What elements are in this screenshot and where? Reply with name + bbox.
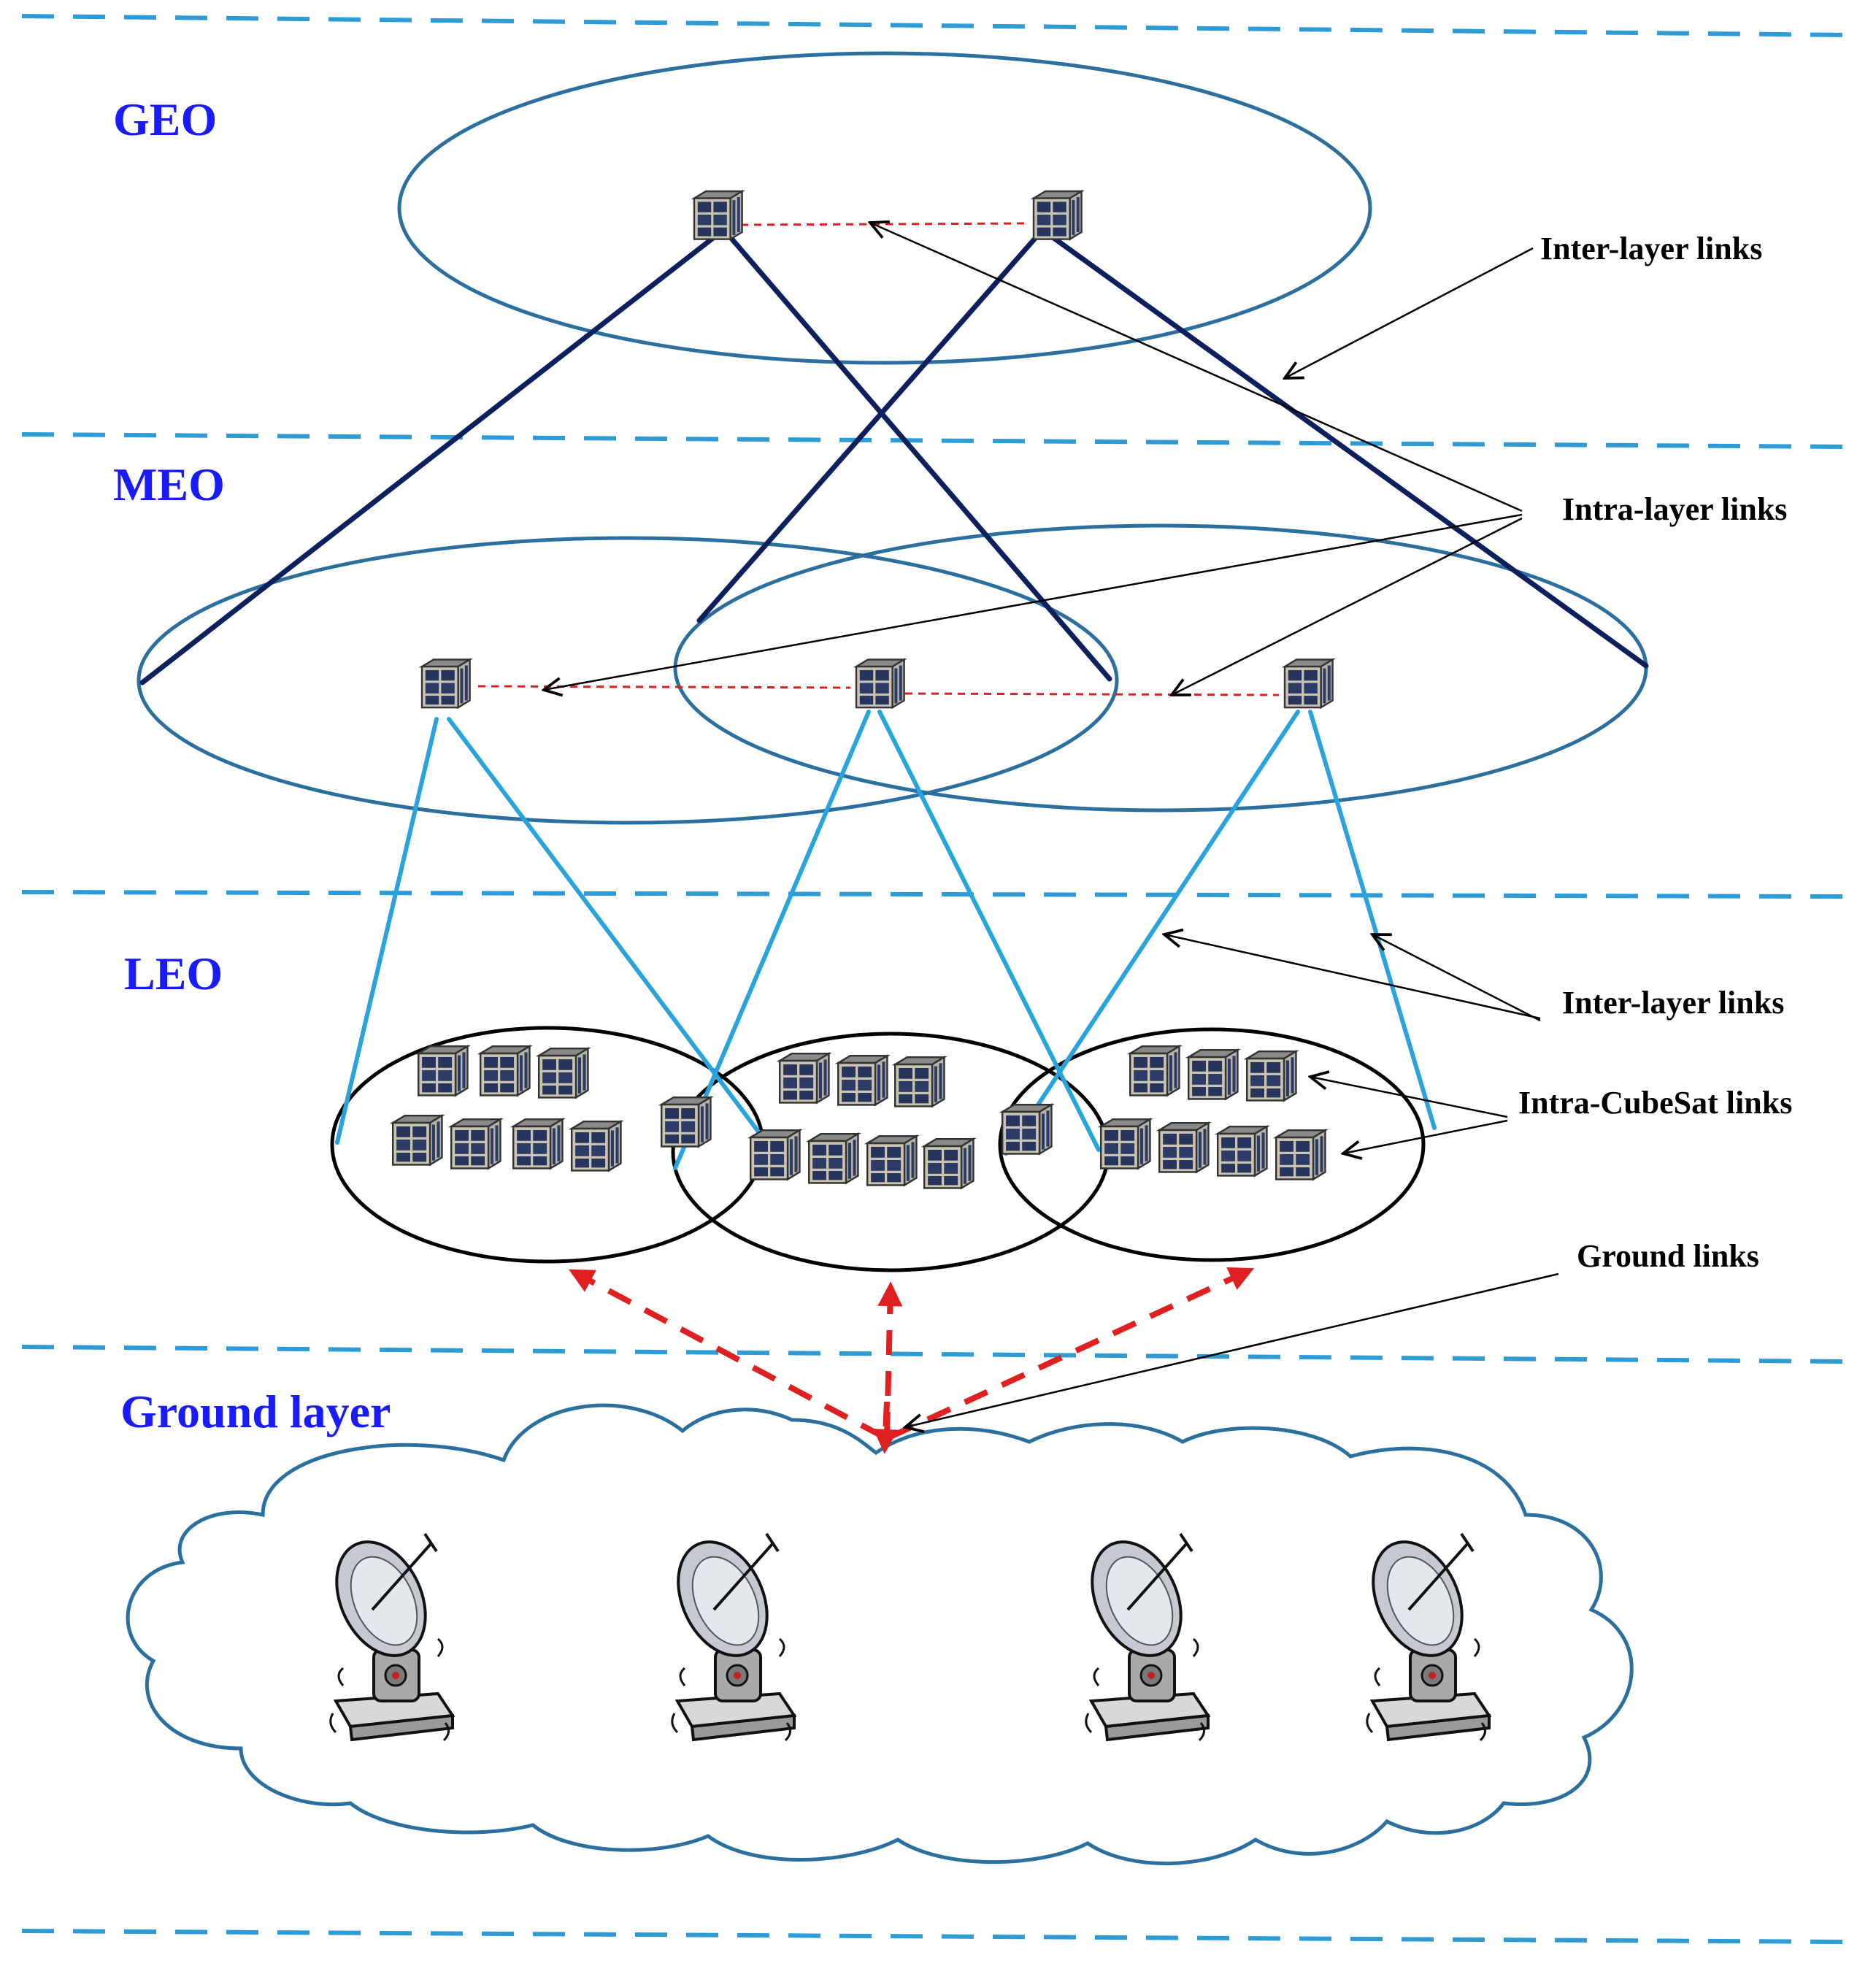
- cubesat-icon: [1276, 1130, 1325, 1179]
- cubesat-icon: [1218, 1126, 1266, 1175]
- geo-meo-links: [139, 232, 1649, 685]
- geo-meo-link: [139, 232, 720, 685]
- cubesat-icon: [809, 1134, 858, 1183]
- ground-link: [877, 1281, 903, 1437]
- geo-satellites: [694, 191, 1082, 239]
- meo-orbit-right: [673, 523, 1648, 813]
- geo-meo-link: [696, 232, 1041, 623]
- ground-links: [568, 1267, 1255, 1454]
- cubesat-icon: [513, 1119, 562, 1168]
- cubesat-icon: [1159, 1123, 1208, 1172]
- cubesat-icon: [539, 1048, 588, 1097]
- cubesat-icon: [422, 660, 470, 708]
- cubesat-icon: [780, 1053, 829, 1102]
- callout-ground-links: Ground links: [1577, 1238, 1759, 1274]
- cubesat-icon: [856, 660, 904, 708]
- ground-link: [873, 1401, 899, 1454]
- geo-intra-link: [740, 222, 1029, 226]
- cubesat-icon: [1188, 1050, 1237, 1099]
- leo-layer-label: LEO: [124, 948, 223, 999]
- pointer-ground-links: [905, 1272, 1559, 1427]
- pointer-intra-layer-meo-left: [544, 513, 1523, 690]
- cubesat-icon: [838, 1056, 887, 1105]
- intra-layer-links: [397, 222, 1468, 1677]
- pointer-intra-layer-geo: [870, 223, 1523, 512]
- meo-leo-link: [335, 717, 439, 1145]
- pointer-inter-layer-bottom-1: [1164, 934, 1541, 1020]
- cubesat-icon: [1101, 1119, 1150, 1168]
- pointer-intra-cubesat-2: [1343, 1119, 1508, 1153]
- cubesat-icon: [572, 1121, 620, 1170]
- meo-leo-link: [877, 710, 1101, 1152]
- cubesat-icon: [418, 1046, 467, 1095]
- separator-geo-meo: [21, 432, 1848, 449]
- geo-layer-label: GEO: [113, 93, 217, 145]
- cubesat-icon: [451, 1119, 500, 1168]
- pointer-intra-layer-meo-right: [1172, 517, 1523, 695]
- meo-intra-link: [477, 685, 851, 689]
- cubesat-icon: [867, 1136, 916, 1185]
- meo-intra-link: [904, 692, 1280, 696]
- callout-intra-layer-links: Intra-layer links: [1562, 491, 1787, 527]
- cubesat-icon: [1002, 1105, 1051, 1153]
- geo-meo-link: [1047, 232, 1649, 669]
- pointer-inter-layer-bottom-2: [1372, 934, 1541, 1022]
- callout-intra-cubesat-links: Intra-CubeSat links: [1518, 1085, 1792, 1121]
- callout-inter-layer-links-top: Inter-layer links: [1540, 231, 1762, 266]
- separator-top: [21, 14, 1848, 37]
- cubesat-icon: [924, 1139, 973, 1188]
- cubesat-icon: [1034, 191, 1082, 239]
- cubesat-icon: [895, 1057, 944, 1106]
- geo-orbit: [397, 51, 1372, 365]
- meo-leo-links: [335, 710, 1437, 1170]
- meo-layer-label: MEO: [113, 458, 225, 510]
- leo-cluster-right: [998, 1027, 1426, 1262]
- ground-link: [568, 1269, 885, 1440]
- meo-orbit-left: [137, 536, 1119, 825]
- callout-inter-layer-links-bottom: Inter-layer links: [1562, 985, 1784, 1021]
- pointer-inter-layer-top: [1285, 247, 1534, 378]
- meo-leo-link: [1308, 710, 1437, 1130]
- cubesat-icon: [694, 191, 742, 239]
- meo-leo-link: [447, 717, 769, 1145]
- geo-meo-link: [726, 232, 1112, 682]
- cubesat-icon: [1285, 660, 1333, 708]
- cubesat-icon: [1130, 1046, 1179, 1095]
- ground-layer-label: Ground layer: [120, 1386, 391, 1437]
- pointer-intra-cubesat-1: [1310, 1077, 1508, 1118]
- cubesat-icon: [750, 1130, 799, 1179]
- callout-pointers: [544, 223, 1559, 1427]
- separator-leo-ground: [21, 1345, 1848, 1364]
- ground-cloud: [126, 1403, 1634, 1865]
- meo-leo-link: [1004, 710, 1300, 1156]
- leo-satellites: [393, 1046, 1325, 1188]
- ground-link: [889, 1267, 1255, 1440]
- cubesat-icon: [661, 1097, 710, 1146]
- cubesat-icon: [393, 1115, 442, 1164]
- separator-meo-leo: [21, 890, 1848, 899]
- separator-bottom: [21, 1929, 1848, 1944]
- cubesat-icon: [480, 1046, 529, 1095]
- cubesat-icon: [1247, 1051, 1296, 1100]
- meo-leo-link: [673, 710, 871, 1170]
